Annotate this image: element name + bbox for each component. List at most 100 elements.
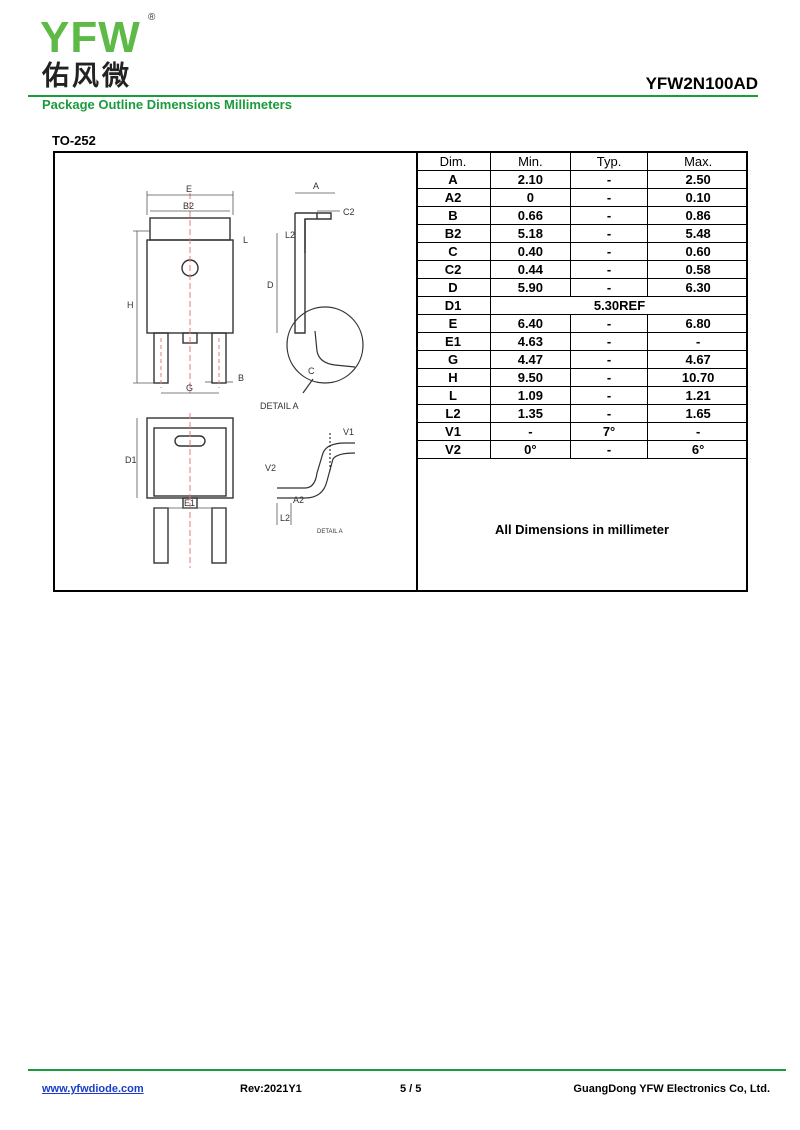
cell-dim: E (416, 314, 491, 333)
logo-text: YFW (40, 13, 141, 62)
cell-typ: - (569, 350, 649, 369)
registered-mark: ® (148, 12, 156, 23)
table-row: E 6.40 - 6.80 (416, 314, 748, 333)
cell-min: 2.10 (490, 170, 571, 189)
dim-label-v2: V2 (265, 463, 276, 473)
cell-typ: - (569, 170, 649, 189)
cell-typ: - (569, 242, 649, 261)
header-max: Max. (647, 153, 748, 171)
cell-min: 0.40 (490, 242, 571, 261)
cell-typ: - (569, 314, 649, 333)
lead-detail (277, 442, 355, 489)
cell-dim: B (416, 206, 491, 225)
part-number: YFW2N100AD (645, 74, 758, 93)
dim-label-l2-detail: L2 (280, 513, 290, 523)
cell-min: 6.40 (490, 314, 571, 333)
cell-typ: - (569, 224, 649, 243)
cell-dim: E1 (416, 332, 491, 351)
package-outline-drawing: E B2 H G B L A C2 D L2 (125, 181, 364, 568)
cell-typ: - (569, 278, 649, 297)
cell-max: 6.80 (647, 314, 748, 333)
cell-typ: - (569, 332, 649, 351)
table-row: B2 5.18 - 5.48 (416, 224, 748, 243)
cell-dim: D (416, 278, 491, 297)
cell-max: 2.50 (647, 170, 748, 189)
cell-min: 4.47 (490, 350, 571, 369)
cell-min: 1.35 (490, 404, 571, 423)
cell-max: 6.30 (647, 278, 748, 297)
cell-dim: V1 (416, 422, 491, 441)
cell-typ: 7° (569, 422, 649, 441)
dim-label-e: E (186, 184, 192, 194)
cell-min: 5.18 (490, 224, 571, 243)
lead-bend (314, 330, 356, 368)
package-name: TO-252 (52, 133, 96, 148)
dim-label-l: L (243, 235, 248, 245)
footer-divider (28, 1069, 786, 1071)
dim-label-c: C (308, 366, 315, 376)
cell-typ: - (569, 206, 649, 225)
bottom-lead-right (211, 507, 227, 564)
header-min: Min. (490, 153, 571, 171)
dim-label-b2: B2 (183, 201, 194, 211)
dim-label-h: H (127, 300, 134, 310)
cell-typ: - (569, 404, 649, 423)
table-row: L2 1.35 - 1.65 (416, 404, 748, 423)
company-logo: YFW ® 佑风微 (38, 10, 168, 94)
table-row: G 4.47 - 4.67 (416, 350, 748, 369)
table-row: L 1.09 - 1.21 (416, 386, 748, 405)
table-row: D1 5.30REF (416, 296, 748, 315)
cell-typ: - (569, 260, 649, 279)
dim-label-v1: V1 (343, 427, 354, 437)
detail-a-label-small: DETAIL A (317, 529, 343, 535)
table-row: C 0.40 - 0.60 (416, 242, 748, 261)
cell-typ: - (569, 368, 649, 387)
cell-min: - (490, 422, 571, 441)
table-header-row: Dim. Min. Typ. Max. (416, 153, 748, 171)
cell-max: 10.70 (647, 368, 748, 387)
dim-label-e1: E1 (184, 498, 195, 508)
table-row: A 2.10 - 2.50 (416, 170, 748, 189)
cell-min: 9.50 (490, 368, 571, 387)
detail-a-circle (286, 306, 364, 384)
cell-min: 0 (490, 188, 571, 207)
dim-label-d: D (267, 280, 274, 290)
section-title: Package Outline Dimensions Millimeters (42, 97, 292, 112)
cell-min: 0° (490, 440, 571, 459)
cell-max: 0.10 (647, 188, 748, 207)
cell-typ: - (569, 440, 649, 459)
dim-label-b: B (238, 373, 244, 383)
cell-min: 0.66 (490, 206, 571, 225)
dim-label-a2: A2 (293, 495, 304, 505)
cell-typ: - (569, 188, 649, 207)
table-row: D 5.90 - 6.30 (416, 278, 748, 297)
cell-dim: A (416, 170, 491, 189)
cell-max: 1.65 (647, 404, 748, 423)
package-drawing: E B2 H G B L A C2 D L2 (55, 153, 418, 590)
table-row: C2 0.44 - 0.58 (416, 260, 748, 279)
cell-max: 6° (647, 440, 748, 459)
header-dim: Dim. (416, 153, 491, 171)
cell-dim: C (416, 242, 491, 261)
dim-label-d1: D1 (125, 455, 137, 465)
cell-max: - (647, 332, 748, 351)
header-typ: Typ. (569, 153, 649, 171)
cell-dim: H (416, 368, 491, 387)
page-number: 5 / 5 (400, 1083, 422, 1095)
cell-max: 0.58 (647, 260, 748, 279)
cell-max: 0.86 (647, 206, 748, 225)
logo-chinese-name: 佑风微 (42, 61, 132, 92)
table-row: V1 - 7° - (416, 422, 748, 441)
table-row: B 0.66 - 0.86 (416, 206, 748, 225)
dim-label-g: G (186, 383, 193, 393)
package-outline-frame: E B2 H G B L A C2 D L2 (53, 151, 748, 592)
website-link[interactable]: www.yfwdiode.com (42, 1083, 144, 1095)
bottom-lead-left (153, 507, 169, 564)
dim-label-l2: L2 (285, 230, 295, 240)
cell-max: 1.21 (647, 386, 748, 405)
units-note: All Dimensions in millimeter (494, 521, 670, 537)
cell-max: 4.67 (647, 350, 748, 369)
cell-dim: D1 (416, 296, 491, 315)
revision-text: Rev:2021Y1 (240, 1083, 302, 1095)
cell-dim: A2 (416, 188, 491, 207)
